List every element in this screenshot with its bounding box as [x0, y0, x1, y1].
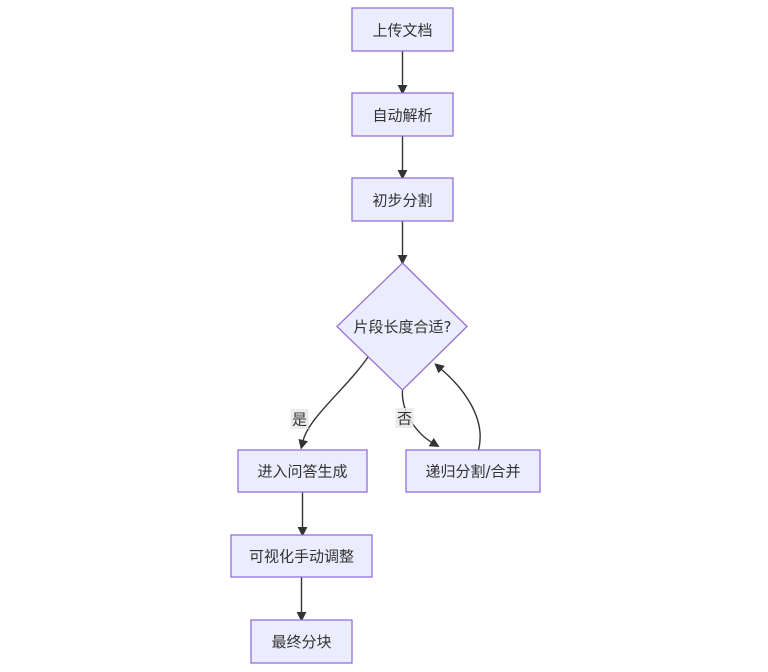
node-recursive-split-merge-label: 递归分割/合并 [425, 463, 520, 481]
node-initial-split-box [351, 177, 454, 222]
node-final-chunk: 最终分块 [250, 619, 353, 664]
edge-check-yes-to-qa [298, 356, 369, 450]
node-manual-adjust-box [230, 534, 373, 578]
node-auto-parse-box [351, 92, 454, 137]
edge-label-yes: 是 [290, 409, 309, 429]
edge-label-yes-text: 是 [292, 411, 307, 429]
node-upload-doc-box [351, 7, 454, 52]
edge-label-no: 否 [395, 408, 414, 428]
edge-label-no-bg [395, 408, 414, 428]
node-length-check-diamond [336, 262, 468, 391]
node-upload-doc: 上传文档 [351, 7, 454, 52]
node-qa-generate-label: 进入问答生成 [257, 463, 347, 481]
node-final-chunk-box [250, 619, 353, 664]
edge-label-yes-bg [290, 409, 309, 429]
node-recursive-split-merge-box [405, 449, 541, 493]
node-auto-parse: 自动解析 [351, 92, 454, 137]
node-initial-split: 初步分割 [351, 177, 454, 222]
edge-recursive-back-to-check [434, 363, 481, 451]
node-manual-adjust: 可视化手动调整 [230, 534, 373, 578]
node-qa-generate: 进入问答生成 [237, 449, 368, 493]
node-length-check-label: 片段长度合适? [354, 318, 452, 336]
node-final-chunk-label: 最终分块 [271, 633, 331, 651]
node-upload-doc-label: 上传文档 [372, 22, 432, 40]
node-recursive-split-merge: 递归分割/合并 [405, 449, 541, 493]
edge-label-no-text: 否 [397, 410, 412, 428]
node-length-check: 片段长度合适? [336, 262, 468, 391]
node-initial-split-label: 初步分割 [372, 192, 432, 210]
node-auto-parse-label: 自动解析 [372, 107, 432, 125]
node-manual-adjust-label: 可视化手动调整 [249, 548, 354, 566]
node-qa-generate-box [237, 449, 368, 493]
